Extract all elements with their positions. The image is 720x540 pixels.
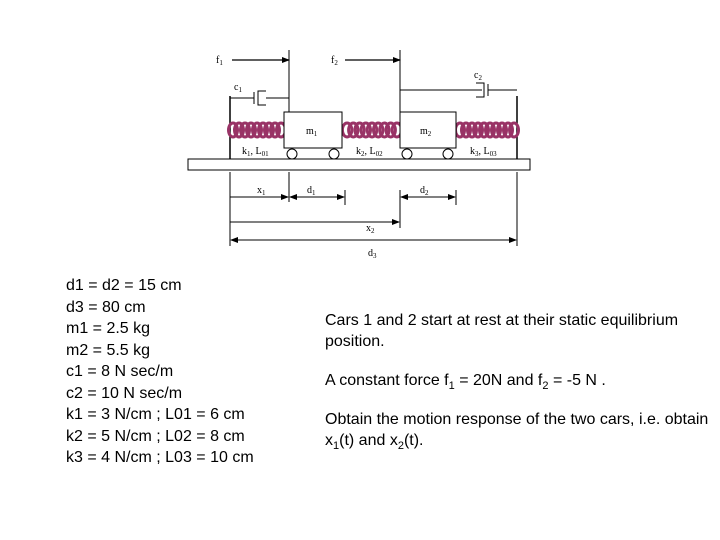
spring-k3 [454, 121, 520, 139]
car-m1 [283, 111, 343, 149]
given-item: k2 = 5 N/cm ; L02 = 8 cm [66, 427, 245, 445]
problem-statement: Cars 1 and 2 start at rest at their stat… [325, 310, 720, 453]
damper-c1 [230, 90, 289, 106]
given-item: d3 = 80 cm [66, 298, 146, 316]
label-k1: k1, L01 [242, 146, 269, 158]
label-c1: c1 [234, 82, 242, 94]
given-item: k1 = 3 N/cm ; L01 = 6 cm [66, 406, 245, 423]
label-m1: m1 [306, 126, 318, 138]
given-item: c1 = 8 N sec/m [66, 363, 174, 380]
given-item: m1 = 2.5 kg [66, 320, 151, 337]
ground-base [187, 158, 531, 171]
problem-paragraph-forces: A constant force f1 = 20N and f2 = -5 N … [325, 372, 606, 393]
given-item: c2 = 10 N sec/m [66, 384, 183, 402]
label-f1: f1 [216, 55, 223, 67]
label-c2: c2 [474, 70, 482, 82]
damper-c2 [400, 82, 517, 98]
label-x2: x2 [366, 223, 375, 235]
label-x1: x1 [257, 185, 266, 197]
car-m1-wheel-left [286, 148, 298, 160]
given-parameters-list: d1 = d2 = 15 cm d3 = 80 cm m1 = 2.5 kg m… [66, 275, 254, 469]
spring-k2 [340, 121, 404, 139]
given-item: m2 = 5.5 kg [66, 341, 151, 359]
label-f2: f2 [331, 55, 338, 67]
car-m2-wheel-right [442, 148, 454, 160]
car-m1-wheel-right [328, 148, 340, 160]
label-d3: d3 [368, 248, 377, 260]
problem-paragraph-task: Obtain the motion response of the two ca… [325, 411, 709, 453]
car-m2 [399, 111, 457, 149]
problem-paragraph-initial-conditions: Cars 1 and 2 start at rest at their stat… [325, 312, 679, 350]
given-item: k3 = 4 N/cm ; L03 = 10 cm [66, 449, 254, 466]
label-d1: d1 [307, 185, 316, 197]
label-k3: k3, L03 [470, 146, 497, 158]
label-m2: m2 [420, 126, 432, 138]
spring-k1 [227, 121, 287, 139]
label-k2: k2, L02 [356, 146, 383, 158]
car-m2-wheel-left [401, 148, 413, 160]
given-item: d1 = d2 = 15 cm [66, 277, 182, 294]
label-d2: d2 [420, 185, 429, 197]
dimension-lines [229, 172, 518, 246]
